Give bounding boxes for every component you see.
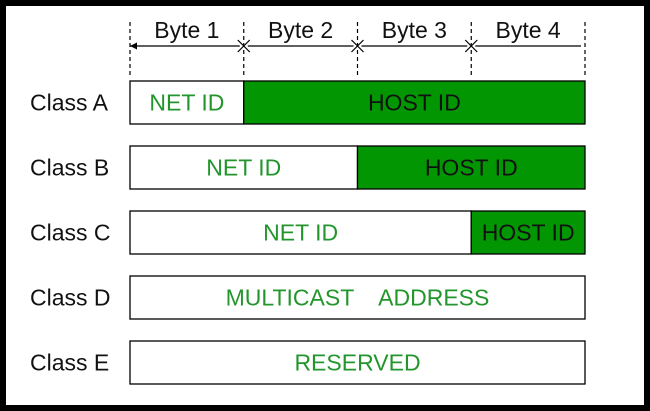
field-label: NET ID: [206, 155, 281, 181]
field-label: MULTICAST ADDRESS: [226, 285, 490, 311]
host-id-label: HOST ID: [368, 90, 461, 116]
host-id-field: [243, 80, 586, 125]
net-id-field: [129, 340, 586, 385]
byte-label-bg: [152, 18, 221, 44]
class-row-class-d: Class D MULTICAST ADDRESS: [30, 275, 586, 320]
byte-label: Byte 2: [268, 17, 333, 43]
byte-header: Byte 1 Byte 2 Byte 3 Byte 4: [129, 17, 586, 78]
field-label: NET ID: [149, 90, 224, 116]
field-label: RESERVED: [294, 350, 420, 376]
field-label: NET ID: [263, 220, 338, 246]
class-label: Class C: [30, 220, 111, 246]
host-id-label: HOST ID: [482, 220, 575, 246]
byte-label-bg: [266, 18, 335, 44]
class-row-class-c: Class C NET ID HOST ID: [30, 210, 586, 255]
class-label: Class E: [30, 350, 109, 376]
class-label: Class A: [30, 90, 109, 116]
byte-label-bg: [380, 18, 449, 44]
net-id-field: [129, 80, 245, 125]
byte-label: Byte 4: [496, 17, 561, 43]
byte-boundary-x-icon: [464, 39, 478, 53]
byte-boundary-x-icon: [351, 39, 364, 53]
net-id-field: [129, 210, 472, 255]
byte-label: Byte 3: [382, 17, 447, 43]
class-row-class-b: Class B NET ID HOST ID: [30, 145, 586, 190]
class-rows: Class A NET ID HOST ID Class B NET ID HOST ID…: [30, 80, 586, 385]
class-label: Class B: [30, 155, 109, 181]
net-id-field: [129, 145, 359, 190]
byte-label: Byte 1: [154, 17, 219, 43]
net-id-field: [129, 275, 586, 320]
host-id-label: HOST ID: [425, 155, 518, 181]
class-row-class-e: Class E RESERVED: [30, 340, 586, 385]
byte-label-bg: [494, 18, 563, 44]
byte-boundary-x-icon: [237, 39, 251, 53]
host-id-field: [470, 210, 586, 255]
class-row-class-a: Class A NET ID HOST ID: [30, 80, 586, 125]
host-id-field: [356, 145, 586, 190]
class-label: Class D: [30, 285, 111, 311]
